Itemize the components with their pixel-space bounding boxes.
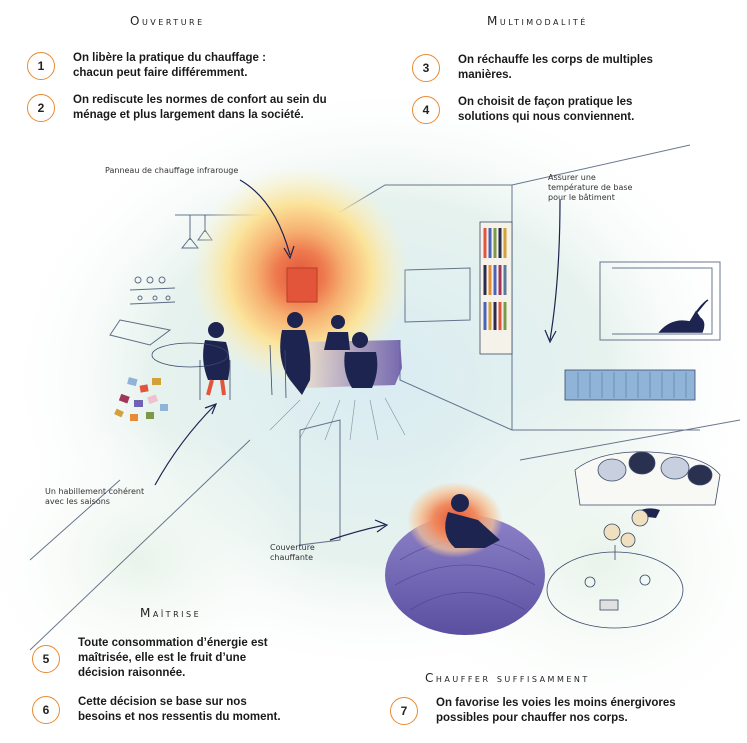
item-2: 2 On rediscute les normes de confort au … bbox=[27, 93, 357, 123]
floor-cushions bbox=[114, 377, 168, 421]
annotation-heating-blanket: Couverture chauffante bbox=[270, 543, 315, 562]
item-number-badge: 5 bbox=[32, 644, 60, 673]
item-1: 1 On libère la pratique du chauffage : c… bbox=[27, 51, 317, 81]
coffee-table bbox=[546, 509, 684, 629]
cat-silhouette bbox=[658, 299, 709, 333]
people-silhouettes bbox=[203, 312, 378, 396]
item-text: On favorise les voies les moins énergivo… bbox=[436, 697, 676, 724]
annotation-base-temperature: Assurer une température de base pour le … bbox=[548, 173, 633, 202]
chairs bbox=[151, 342, 287, 400]
annotation-arrows bbox=[154, 179, 561, 541]
floor-rays bbox=[269, 397, 406, 441]
item-number-badge: 1 bbox=[27, 52, 55, 80]
section-title-maitrise: Maîtrise bbox=[140, 606, 202, 620]
item-number-badge: 3 bbox=[412, 54, 440, 82]
item-text: On rediscute les normes de confort au se… bbox=[73, 94, 327, 121]
infrared-panel bbox=[286, 267, 318, 303]
radiator bbox=[564, 369, 696, 401]
item-number-badge: 4 bbox=[412, 96, 440, 124]
item-text: Toute consommation d’énergie est maîtris… bbox=[78, 637, 268, 679]
item-number-badge: 7 bbox=[390, 697, 418, 725]
section-title-chauffer: Chauffer suffisamment bbox=[425, 671, 590, 685]
sofa bbox=[574, 451, 721, 506]
item-3: 3 On réchauffe les corps de multiples ma… bbox=[412, 53, 712, 83]
item-text: Cette décision se base sur nos besoins e… bbox=[78, 696, 281, 723]
item-5: 5 Toute consommation d’énergie est maîtr… bbox=[32, 636, 332, 681]
item-text: On réchauffe les corps de multiples mani… bbox=[458, 54, 653, 81]
kitchen-shelf bbox=[109, 215, 213, 346]
item-text: On choisit de façon pratique les solutio… bbox=[458, 96, 635, 123]
annotation-infrared-panel: Panneau de chauffage infrarouge bbox=[105, 166, 239, 175]
section-title-multimodalite: Multimodalité bbox=[487, 14, 588, 28]
item-7: 7 On favorise les voies les moins énergi… bbox=[390, 696, 730, 726]
item-6: 6 Cette décision se base sur nos besoins… bbox=[32, 695, 332, 725]
section-title-ouverture: Ouverture bbox=[130, 14, 205, 28]
reader-silhouette bbox=[445, 494, 500, 548]
item-4: 4 On choisit de façon pratique les solut… bbox=[412, 95, 712, 125]
annotation-clothing: Un habillement cohérent avec les saisons bbox=[45, 487, 145, 506]
item-text: On libère la pratique du chauffage : cha… bbox=[73, 52, 266, 79]
item-number-badge: 2 bbox=[27, 94, 55, 122]
item-number-badge: 6 bbox=[32, 696, 60, 724]
bookshelf bbox=[479, 221, 513, 355]
